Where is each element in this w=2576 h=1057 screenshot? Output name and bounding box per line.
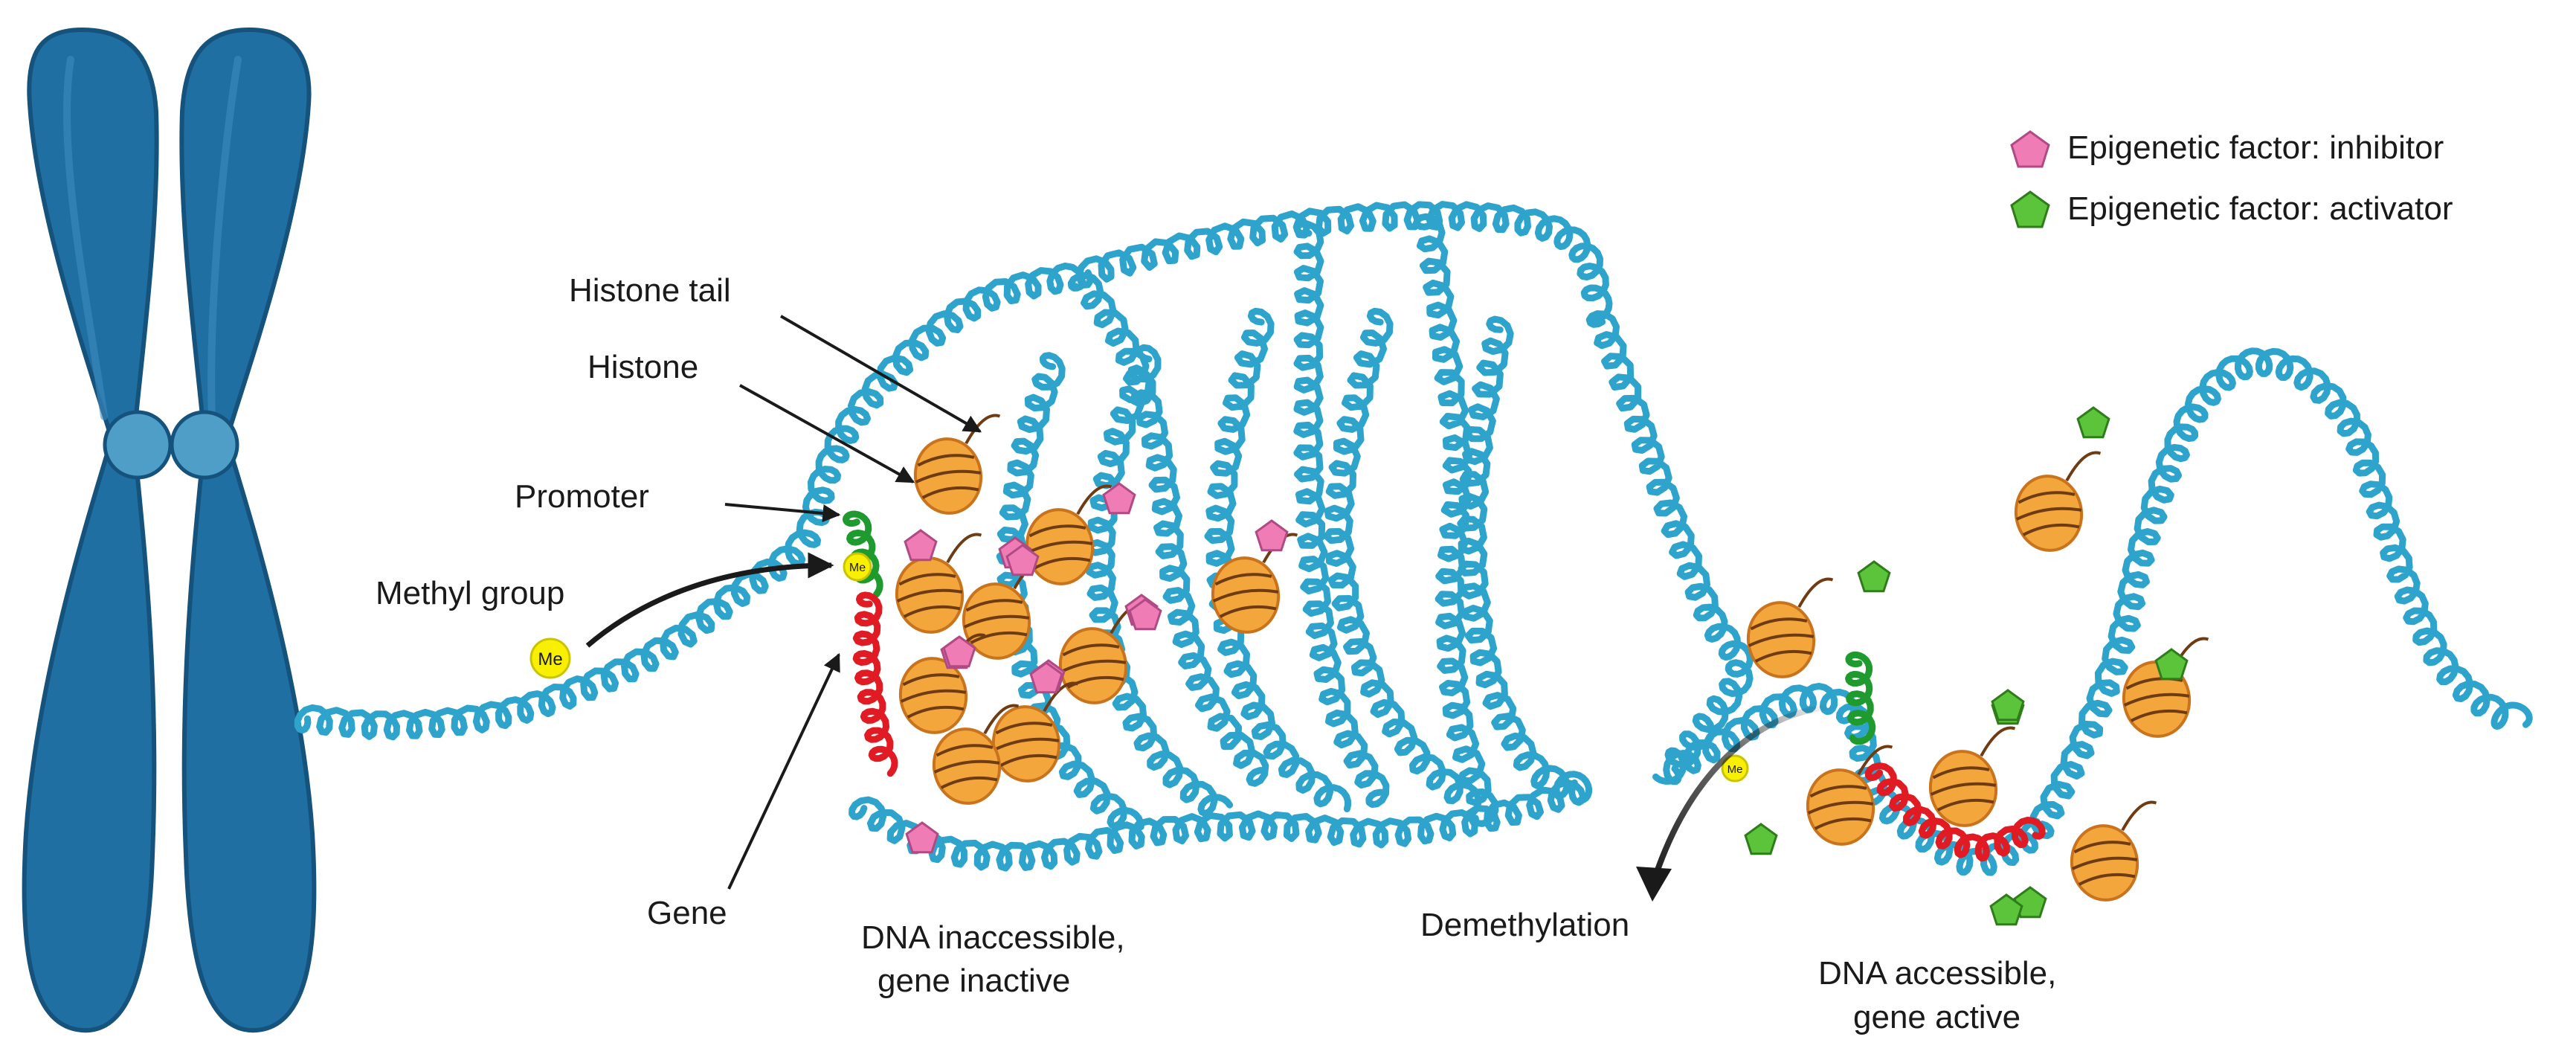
dna-coil-0 <box>294 263 1086 741</box>
methyl-group-released: Me <box>1721 754 1749 783</box>
dna-coil-6 <box>1457 315 1593 803</box>
dna-coil-13 <box>2029 347 2533 840</box>
inhibitor-pentagon-icon <box>1255 519 1289 552</box>
legend-inhibitor: Epigenetic factor: inhibitor <box>2010 129 2444 168</box>
chromatid-left <box>22 27 159 1033</box>
inhibitor-pentagon-icon <box>1128 598 1162 631</box>
labels: Histone tail Histone Promoter Methyl gro… <box>376 272 2056 1035</box>
label-gene-inactive: gene inactive <box>878 963 1070 999</box>
pentagon-inhibitor-icon <box>2010 130 2050 168</box>
dna-coil-7 <box>1585 310 1754 785</box>
dna-coil-10 <box>1293 220 1390 808</box>
histone-0 <box>913 414 1001 515</box>
gene-segment-right <box>1864 762 2046 862</box>
centromere-right <box>170 410 239 480</box>
chromatid-right <box>179 27 317 1033</box>
dna-coil-3 <box>1086 344 1234 817</box>
arrow-promoter <box>724 503 841 522</box>
legend-inhibitor-label: Epigenetic factor: inhibitor <box>2067 129 2444 166</box>
dna-coil-8 <box>849 779 1587 872</box>
inhibitor-pentagon-icon <box>1005 544 1040 576</box>
histone-1 <box>895 533 982 634</box>
histone-11 <box>1928 726 2016 827</box>
activator-pentagon-icon <box>2154 648 2189 681</box>
epigenetic-factors <box>904 406 2189 926</box>
gene-segment-left <box>852 591 898 777</box>
label-dna-accessible: DNA accessible, <box>1818 955 2056 992</box>
label-demethylation: Demethylation <box>1420 907 1629 943</box>
label-methyl-group: Methyl group <box>376 575 564 611</box>
histone-14 <box>2122 637 2209 738</box>
dna-coil-12 <box>1663 683 2041 876</box>
inhibitor-pentagon-icon <box>905 821 939 854</box>
methyl-group-bound: Me <box>843 552 872 582</box>
histone-13 <box>2014 451 2102 552</box>
activator-pentagon-icon <box>1989 893 2023 926</box>
arrow-demethylation <box>1649 704 1832 887</box>
histone-8 <box>1211 533 1298 634</box>
histones <box>895 414 2209 902</box>
label-promoter: Promoter <box>515 478 649 515</box>
inhibitor-pentagon-icon <box>904 529 938 562</box>
methyl-label: Me <box>1727 763 1743 776</box>
legend: Epigenetic factor: inhibitor Epigenetic … <box>2010 129 2453 228</box>
centromere-left <box>103 410 173 480</box>
legend-activator: Epigenetic factor: activator <box>2010 190 2453 228</box>
arrow-gene <box>727 652 840 890</box>
annotation-arrows <box>585 315 1832 902</box>
dna-coil-1 <box>1075 201 1613 324</box>
arrow-methyl <box>585 552 834 648</box>
methyl-label: Me <box>538 649 562 669</box>
activator-pentagon-icon <box>2013 886 2047 919</box>
dna-coil-11 <box>1414 213 1499 827</box>
arrow-histone-tail <box>779 315 982 433</box>
pentagon-activator-icon <box>2010 190 2050 228</box>
methyl-label: Me <box>849 562 866 574</box>
methyl-group-free: Me <box>529 637 571 679</box>
activator-pentagon-icon <box>1857 560 1891 593</box>
histone-12 <box>2070 800 2157 902</box>
legend-activator-label: Epigenetic factor: activator <box>2067 190 2453 227</box>
label-gene: Gene <box>647 895 727 931</box>
promoter-segment-right <box>1845 651 1876 745</box>
inhibitor-pentagon-icon <box>1029 661 1063 694</box>
histone-7 <box>932 704 1020 805</box>
inhibitor-pentagon-icon <box>1102 482 1136 515</box>
inhibitor-pentagon-icon <box>942 635 976 668</box>
arrow-histone <box>739 384 915 483</box>
label-histone-tail: Histone tail <box>569 272 731 309</box>
activator-pentagon-icon <box>2076 406 2110 439</box>
activator-pentagon-icon <box>1991 689 2025 722</box>
activator-pentagon-icon <box>1744 823 1778 855</box>
label-dna-inaccessible: DNA inaccessible, <box>861 919 1125 956</box>
dna-coil-9 <box>1067 272 1269 787</box>
histone-10 <box>1806 745 1893 846</box>
dna-coil-5 <box>1323 307 1482 818</box>
chromosome <box>22 27 317 1033</box>
label-gene-active: gene active <box>1853 999 2020 1035</box>
histone-9 <box>1746 577 1834 678</box>
histone-3 <box>898 633 986 734</box>
label-histone: Histone <box>587 349 698 385</box>
